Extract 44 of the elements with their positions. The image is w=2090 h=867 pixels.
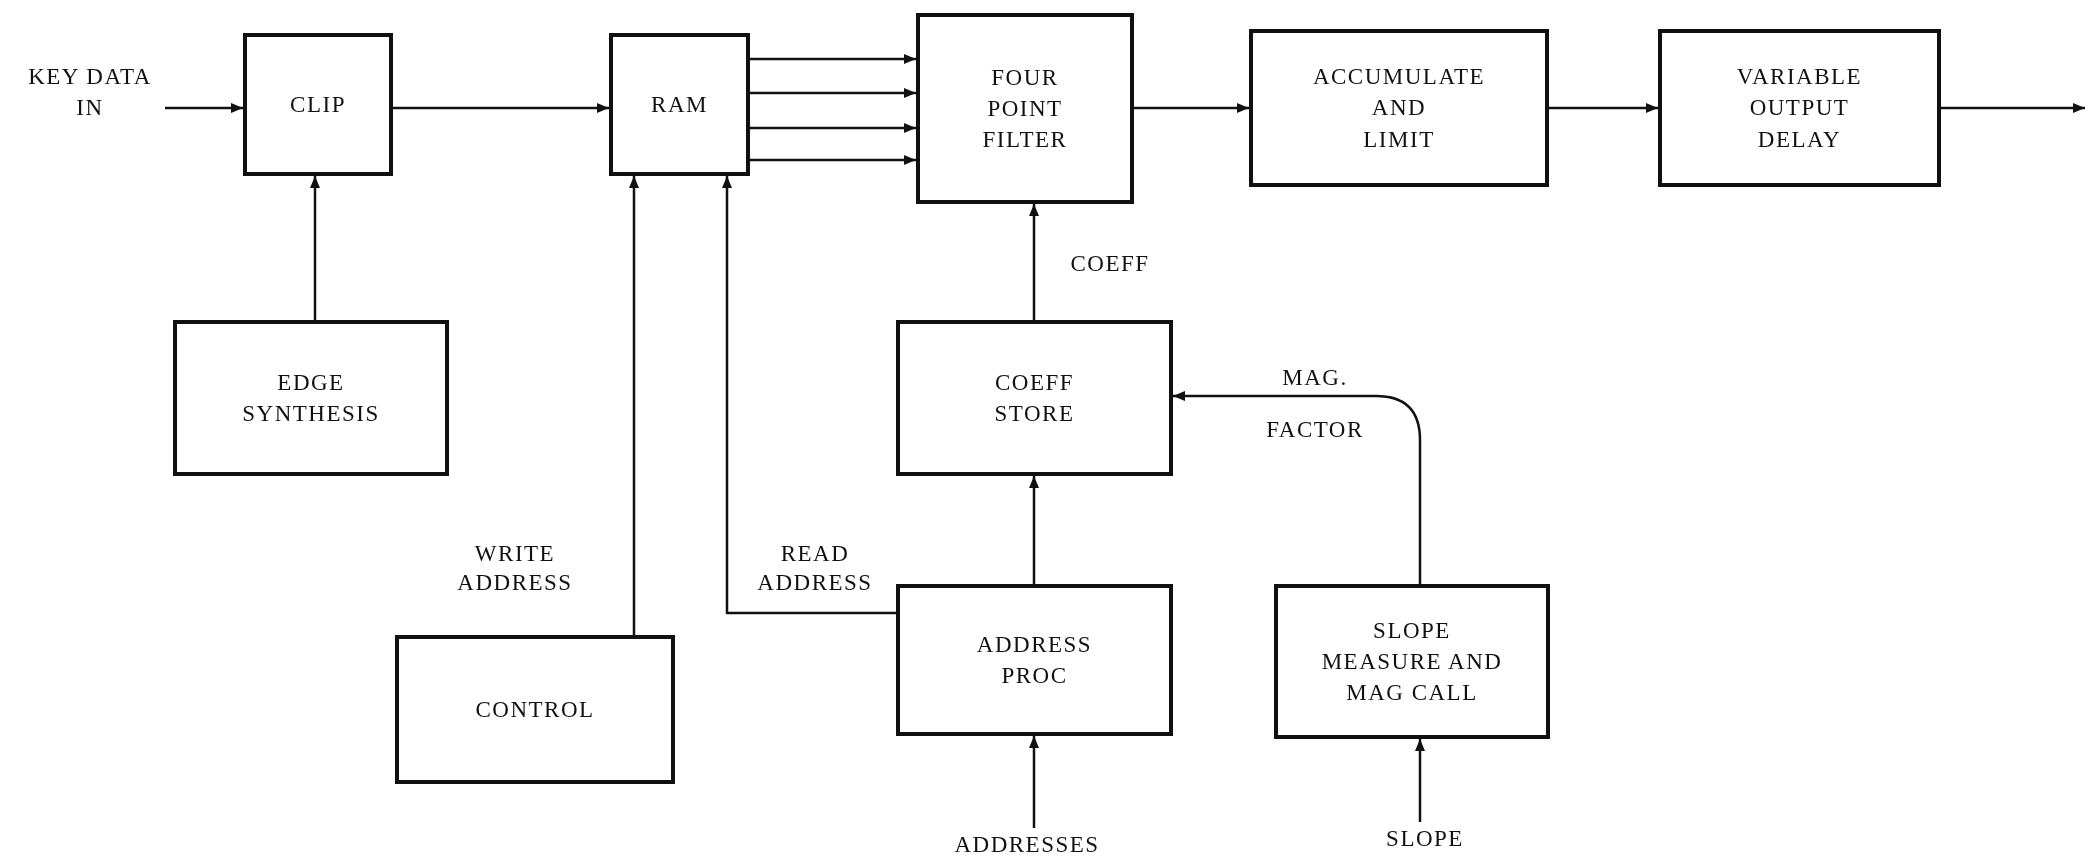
box-label: EDGE SYNTHESIS bbox=[241, 368, 381, 428]
arrow bbox=[1134, 103, 1249, 113]
process-box bbox=[173, 320, 449, 476]
box-label: VARIABLE OUTPUT DELAY bbox=[1735, 63, 1864, 154]
edge-label: MAG. FACTOR bbox=[1265, 364, 1365, 444]
signal-label: SLOPE bbox=[1340, 822, 1510, 856]
box-label: SLOPE MEASURE AND MAG CALL bbox=[1320, 616, 1504, 707]
process-box bbox=[1249, 29, 1549, 187]
process-box bbox=[395, 635, 675, 784]
box-label: ADDRESS PROC bbox=[975, 630, 1094, 690]
arrow bbox=[1549, 103, 1658, 113]
box-label: RAM bbox=[650, 90, 709, 119]
arrow bbox=[750, 54, 916, 64]
arrow bbox=[750, 88, 916, 98]
process-box bbox=[896, 584, 1173, 736]
process-box bbox=[896, 320, 1173, 476]
box-label: COEFF STORE bbox=[993, 368, 1076, 428]
arrow bbox=[750, 155, 916, 165]
arrow bbox=[310, 176, 320, 320]
arrow bbox=[1173, 391, 1422, 584]
arrow bbox=[722, 176, 896, 615]
arrow bbox=[750, 123, 916, 133]
arrow bbox=[1029, 476, 1039, 584]
box-label: FOUR POINT FILTER bbox=[981, 63, 1069, 154]
signal-label: ADDRESSES bbox=[917, 828, 1137, 862]
signal-label: KEY DATA IN bbox=[15, 62, 165, 122]
arrow bbox=[165, 103, 243, 113]
process-box bbox=[609, 33, 750, 176]
process-box bbox=[916, 13, 1134, 204]
box-label: CLIP bbox=[289, 90, 347, 119]
arrow bbox=[1029, 204, 1039, 320]
box-label: CONTROL bbox=[474, 695, 596, 724]
box-label: ACCUMULATE AND LIMIT bbox=[1311, 63, 1487, 154]
edge-label: WRITE ADDRESS bbox=[456, 540, 574, 597]
process-box bbox=[243, 33, 393, 176]
arrow bbox=[1415, 739, 1425, 822]
arrow bbox=[1029, 736, 1039, 828]
arrow bbox=[629, 176, 639, 635]
edge-label: COEFF bbox=[1069, 250, 1151, 278]
process-box bbox=[1658, 29, 1941, 187]
arrow bbox=[1941, 103, 2085, 113]
edge-label: READ ADDRESS bbox=[756, 540, 874, 597]
arrow bbox=[393, 103, 609, 113]
process-box bbox=[1274, 584, 1550, 739]
